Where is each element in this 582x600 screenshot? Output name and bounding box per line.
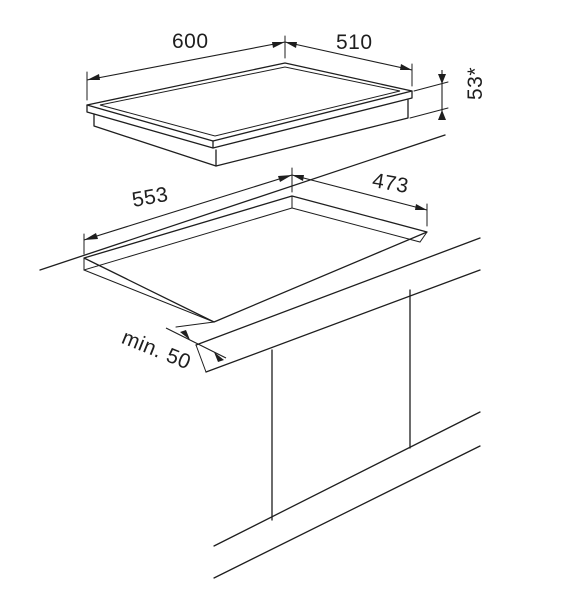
dimension-front-clearance: min. 50	[118, 321, 227, 374]
arrow-head	[292, 175, 304, 181]
dimension-hob-depth: 510	[284, 31, 413, 87]
cutout-back-wall	[83, 195, 293, 271]
hob-glass-inner-frame	[99, 66, 401, 137]
hob-body	[93, 99, 409, 167]
arrow-head	[84, 233, 98, 240]
arrow-head	[285, 42, 297, 48]
arrow-head	[438, 110, 446, 120]
arrow-head	[438, 74, 446, 84]
cutout-depth-label: 473	[371, 169, 411, 198]
dimension-hob-width: 600	[86, 30, 286, 101]
dimension-hob-height: 53*	[409, 67, 487, 120]
cutout-width-label: 553	[130, 183, 170, 212]
arrow-head	[87, 74, 100, 80]
cabinet	[213, 289, 481, 579]
worktop-front-bottom-edge	[205, 269, 481, 373]
hob-unit	[86, 62, 413, 167]
dimension-line	[83, 174, 293, 241]
plinth-bottom-edge	[213, 445, 481, 579]
dimension-cutout-width: 553	[83, 167, 293, 255]
cutout-top-outline	[83, 195, 428, 323]
hob-depth-label: 510	[336, 31, 373, 54]
cutout-right-wall	[291, 207, 428, 243]
arrow-head	[214, 352, 224, 362]
plinth-top-edge	[213, 411, 481, 547]
arrow-head	[415, 204, 427, 210]
dimension-line	[291, 174, 428, 211]
worktop-front-top-edge	[195, 237, 481, 346]
cutout	[83, 195, 428, 323]
dimension-line	[86, 41, 286, 81]
worktop-front-corner	[195, 344, 207, 373]
worktop-back-edge	[39, 134, 446, 271]
dimension-cutout-depth: 473	[291, 169, 428, 227]
arrow-head	[400, 64, 412, 70]
cutout-inner-floor-edge	[83, 269, 215, 323]
arrow-head	[180, 330, 190, 340]
arrow-head	[272, 42, 285, 48]
dimension-line	[284, 41, 413, 71]
worktop	[39, 134, 481, 373]
extension-line	[175, 321, 215, 328]
hob-height-label: 53*	[464, 67, 487, 100]
arrow-head	[278, 175, 292, 182]
hob-width-label: 600	[172, 30, 209, 53]
dimension-line	[165, 327, 227, 359]
extension-line	[413, 81, 449, 92]
